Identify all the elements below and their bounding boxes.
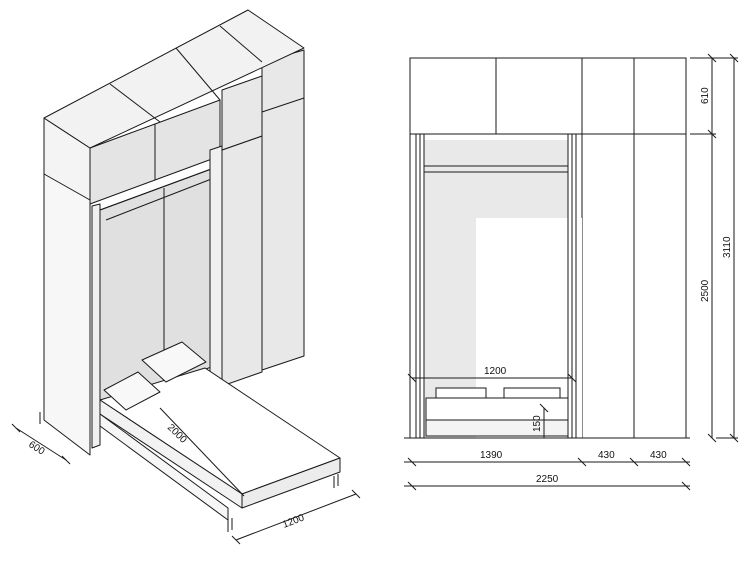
front-left-width-label: 1390 <box>480 450 503 461</box>
front-col-b-label: 430 <box>650 450 667 461</box>
front-top-cabinet-center <box>495 57 583 135</box>
front-view <box>404 53 739 491</box>
front-bed-height-label: 150 <box>532 415 543 432</box>
iso-top-surface <box>43 9 305 149</box>
iso-tall-column-front <box>221 135 263 387</box>
iso-tall-column-upper <box>221 75 263 151</box>
front-tall-column-b <box>633 57 687 439</box>
iso-pillow-left <box>103 371 161 411</box>
iso-tall-column-front-2 <box>261 83 305 371</box>
iso-bed-width-label: 1200 <box>281 512 306 530</box>
front-lower-height-label: 2500 <box>700 279 711 302</box>
front-top-cabinet-left <box>409 57 497 135</box>
front-bed-width-label: 1200 <box>484 366 507 377</box>
iso-depth-label: 600 <box>26 439 46 458</box>
iso-pillow-right <box>141 341 207 383</box>
front-bed-base <box>425 419 569 437</box>
front-total-height-label: 3110 <box>722 236 733 258</box>
front-bed-mattress <box>425 397 569 421</box>
iso-left-side-panel <box>43 173 91 456</box>
front-total-width-label: 2250 <box>536 474 559 485</box>
front-top-height-label: 610 <box>700 87 711 104</box>
front-tall-column-a <box>581 57 635 439</box>
front-col-a-label: 430 <box>598 450 615 461</box>
isometric-view <box>11 9 361 545</box>
